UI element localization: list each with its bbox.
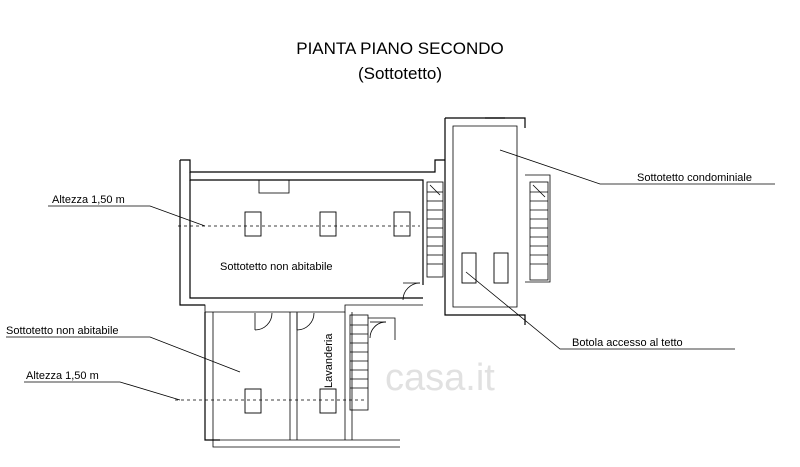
- label-altezza-bottom: Altezza 1,50 m: [26, 370, 99, 382]
- label-sottotetto-main: Sottotetto non abitabile: [220, 261, 333, 273]
- door-lower-mid: [296, 312, 315, 331]
- door-stair-lower: [369, 321, 387, 339]
- main-attic-columns: [244, 211, 411, 237]
- label-botola: Botola accesso al tetto: [572, 337, 683, 349]
- door-main: [402, 282, 421, 301]
- label-sottotetto-condominiale: Sottotetto condominiale: [637, 172, 752, 184]
- condominium-attic-walls: [444, 117, 526, 325]
- lower-attic-walls: [204, 312, 400, 448]
- door-lower-left: [254, 312, 273, 331]
- plan-subtitle: (Sottotetto): [358, 64, 442, 83]
- watermark-logo: casa.it: [385, 357, 495, 399]
- label-sottotetto-left: Sottotetto non abitabile: [6, 325, 119, 337]
- leader-lines: [6, 149, 775, 401]
- label-altezza-top: Altezza 1,50 m: [52, 194, 125, 206]
- plan-title: PIANTA PIANO SECONDO: [296, 39, 504, 58]
- stair-right: [525, 174, 551, 283]
- label-lavanderia: Lavanderia: [323, 333, 335, 388]
- stair-left: [426, 181, 444, 278]
- main-attic-walls: [179, 159, 445, 313]
- stair-lower: [349, 314, 396, 411]
